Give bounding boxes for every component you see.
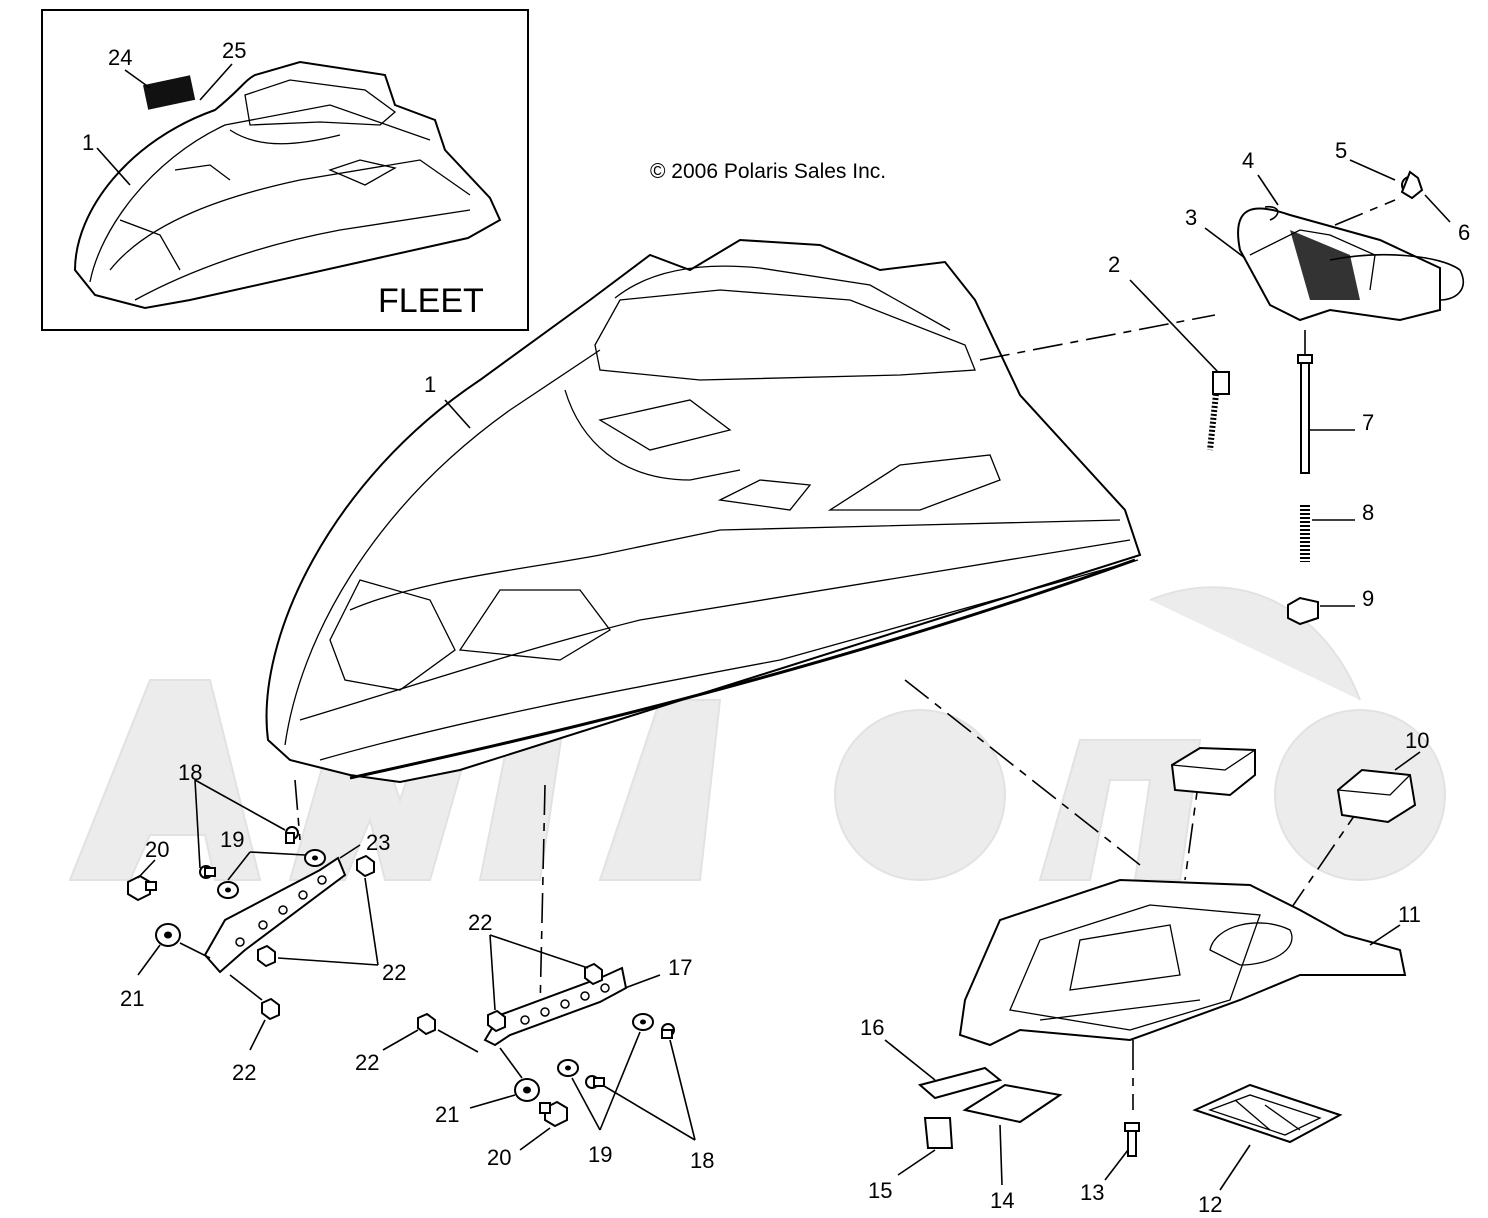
callout-6: 6 (1458, 220, 1470, 245)
headlight-assembly: 3 4 5 6 (1185, 138, 1470, 322)
callout-20-left: 20 (145, 837, 169, 862)
callout-1: 1 (424, 372, 436, 397)
callout-22-center-a: 22 (468, 910, 492, 935)
left-bracket-23: 23 18 19 20 21 22 (120, 760, 406, 1085)
pads-14-15-16: 14 15 16 (860, 1015, 1063, 1213)
lower-tray-11: 11 (958, 878, 1421, 1047)
copyright-text: © 2006 Polaris Sales Inc. (650, 160, 886, 183)
vent-grille-12: 12 (1192, 1083, 1343, 1217)
callout-22-left-b: 22 (232, 1060, 256, 1085)
callout-19-left: 19 (220, 827, 244, 852)
callout-23: 23 (366, 830, 390, 855)
callout-4: 4 (1242, 148, 1254, 173)
callout-22-left-a: 22 (382, 960, 406, 985)
callout-5: 5 (1335, 138, 1347, 163)
assembly-lines (294, 199, 1396, 1110)
callout-10: 10 (1405, 728, 1429, 753)
callout-18-center: 18 (690, 1148, 714, 1173)
callout-12: 12 (1198, 1192, 1222, 1217)
callout-2: 2 (1108, 252, 1120, 277)
callout-18-left: 18 (178, 760, 202, 785)
callout-11: 11 (1398, 902, 1421, 927)
callout-9: 9 (1362, 586, 1374, 611)
bolt-spring-nut: 7 8 9 (1287, 330, 1374, 626)
callout-16: 16 (860, 1015, 884, 1040)
callout-13: 13 (1080, 1180, 1104, 1205)
callout-3: 3 (1185, 205, 1197, 230)
callout-1-inset: 1 (82, 130, 94, 155)
callout-7: 7 (1362, 410, 1374, 435)
callout-25: 25 (222, 38, 246, 63)
fleet-inset: 24 25 1 FLEET (41, 9, 529, 331)
callout-17: 17 (668, 955, 692, 980)
callout-21-left: 21 (120, 986, 144, 1011)
callout-21-center: 21 (435, 1102, 459, 1127)
callout-8: 8 (1362, 500, 1374, 525)
foam-blocks-10: 10 (1170, 728, 1429, 824)
center-bracket-17: 17 22 22 21 20 19 (355, 910, 714, 1173)
callout-22-center-b: 22 (355, 1050, 379, 1075)
callout-24: 24 (108, 45, 132, 70)
callout-15: 15 (868, 1178, 892, 1203)
hood-assembly: 1 (265, 238, 1142, 784)
callout-20-center: 20 (487, 1145, 511, 1170)
fleet-label: FLEET (378, 282, 484, 320)
callout-14: 14 (990, 1188, 1014, 1213)
callout-19-center: 19 (588, 1142, 612, 1167)
adjuster-part-2: 2 (1108, 252, 1230, 451)
screw-13: 13 (1080, 1122, 1140, 1205)
